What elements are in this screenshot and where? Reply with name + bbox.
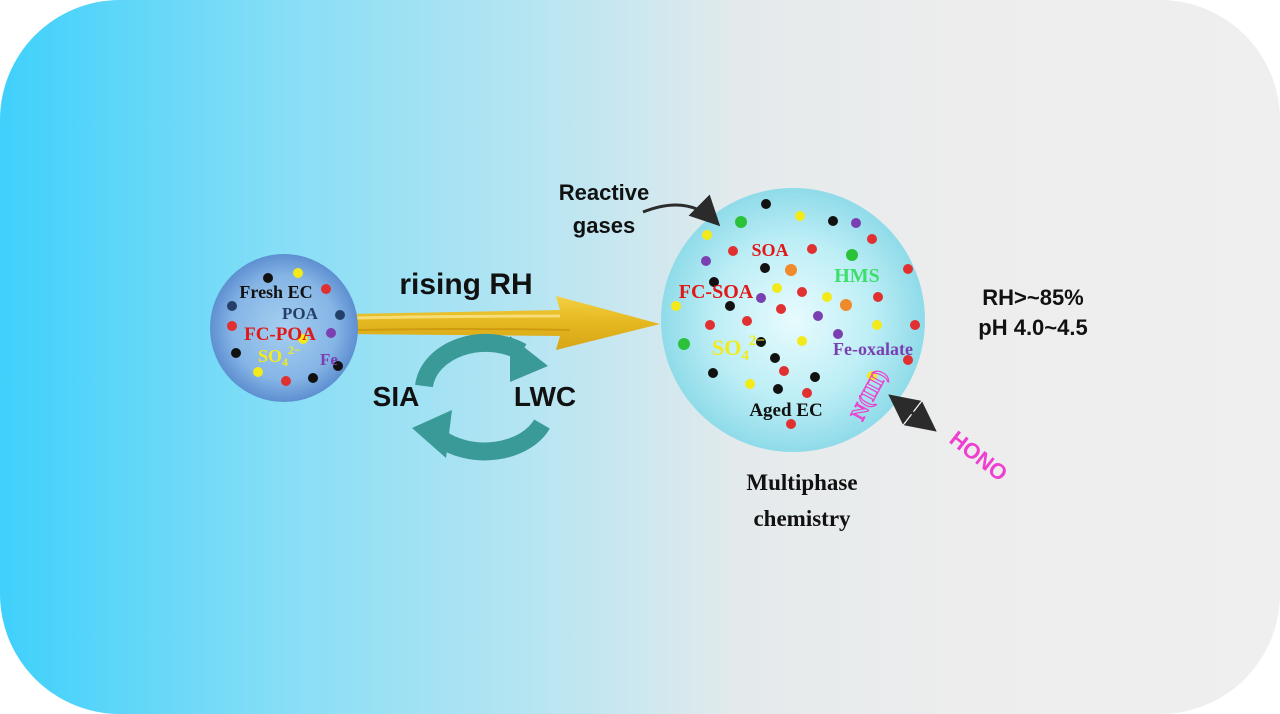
small-sulfate-label: SO42−: [258, 343, 301, 369]
lwc-label: LWC: [514, 381, 576, 412]
sia-label: SIA: [373, 381, 420, 412]
reactive-gases-line1: Reactive: [559, 180, 650, 205]
soa-label: SOA: [751, 240, 788, 260]
aged-particle-dots: [671, 199, 920, 429]
fresh-particle: [210, 254, 358, 402]
ph-condition: pH 4.0~4.5: [978, 315, 1087, 340]
poa-label: POA: [282, 304, 319, 323]
rh-condition: RH>~85%: [982, 285, 1084, 310]
sia-lwc-cycle: [412, 333, 550, 461]
fe-label: Fe: [320, 350, 338, 369]
fresh-particle-dots: [227, 268, 345, 386]
aged-particle: [661, 188, 925, 452]
rising-rh-label: rising RH: [399, 268, 532, 301]
hms-label: HMS: [834, 265, 880, 287]
fc-poa-label: FC-POA: [244, 324, 316, 345]
reactive-gases-arrow: [642, 194, 721, 227]
fe-oxalate-label: Fe-oxalate: [833, 339, 913, 359]
rising-rh-arrow: [346, 296, 660, 350]
hono-exchange-arrow: [888, 394, 937, 432]
fresh-ec-label: Fresh EC: [239, 282, 312, 302]
big-sulfate-label: SO42−: [712, 333, 765, 364]
caption-line2: chemistry: [753, 506, 851, 531]
caption-line1: Multiphase: [746, 470, 857, 495]
fc-soa-label: FC-SOA: [679, 281, 754, 303]
aged-ec-label: Aged EC: [749, 400, 822, 421]
hono-label: HONO: [945, 426, 1012, 486]
reactive-gases-line2: gases: [573, 213, 635, 238]
